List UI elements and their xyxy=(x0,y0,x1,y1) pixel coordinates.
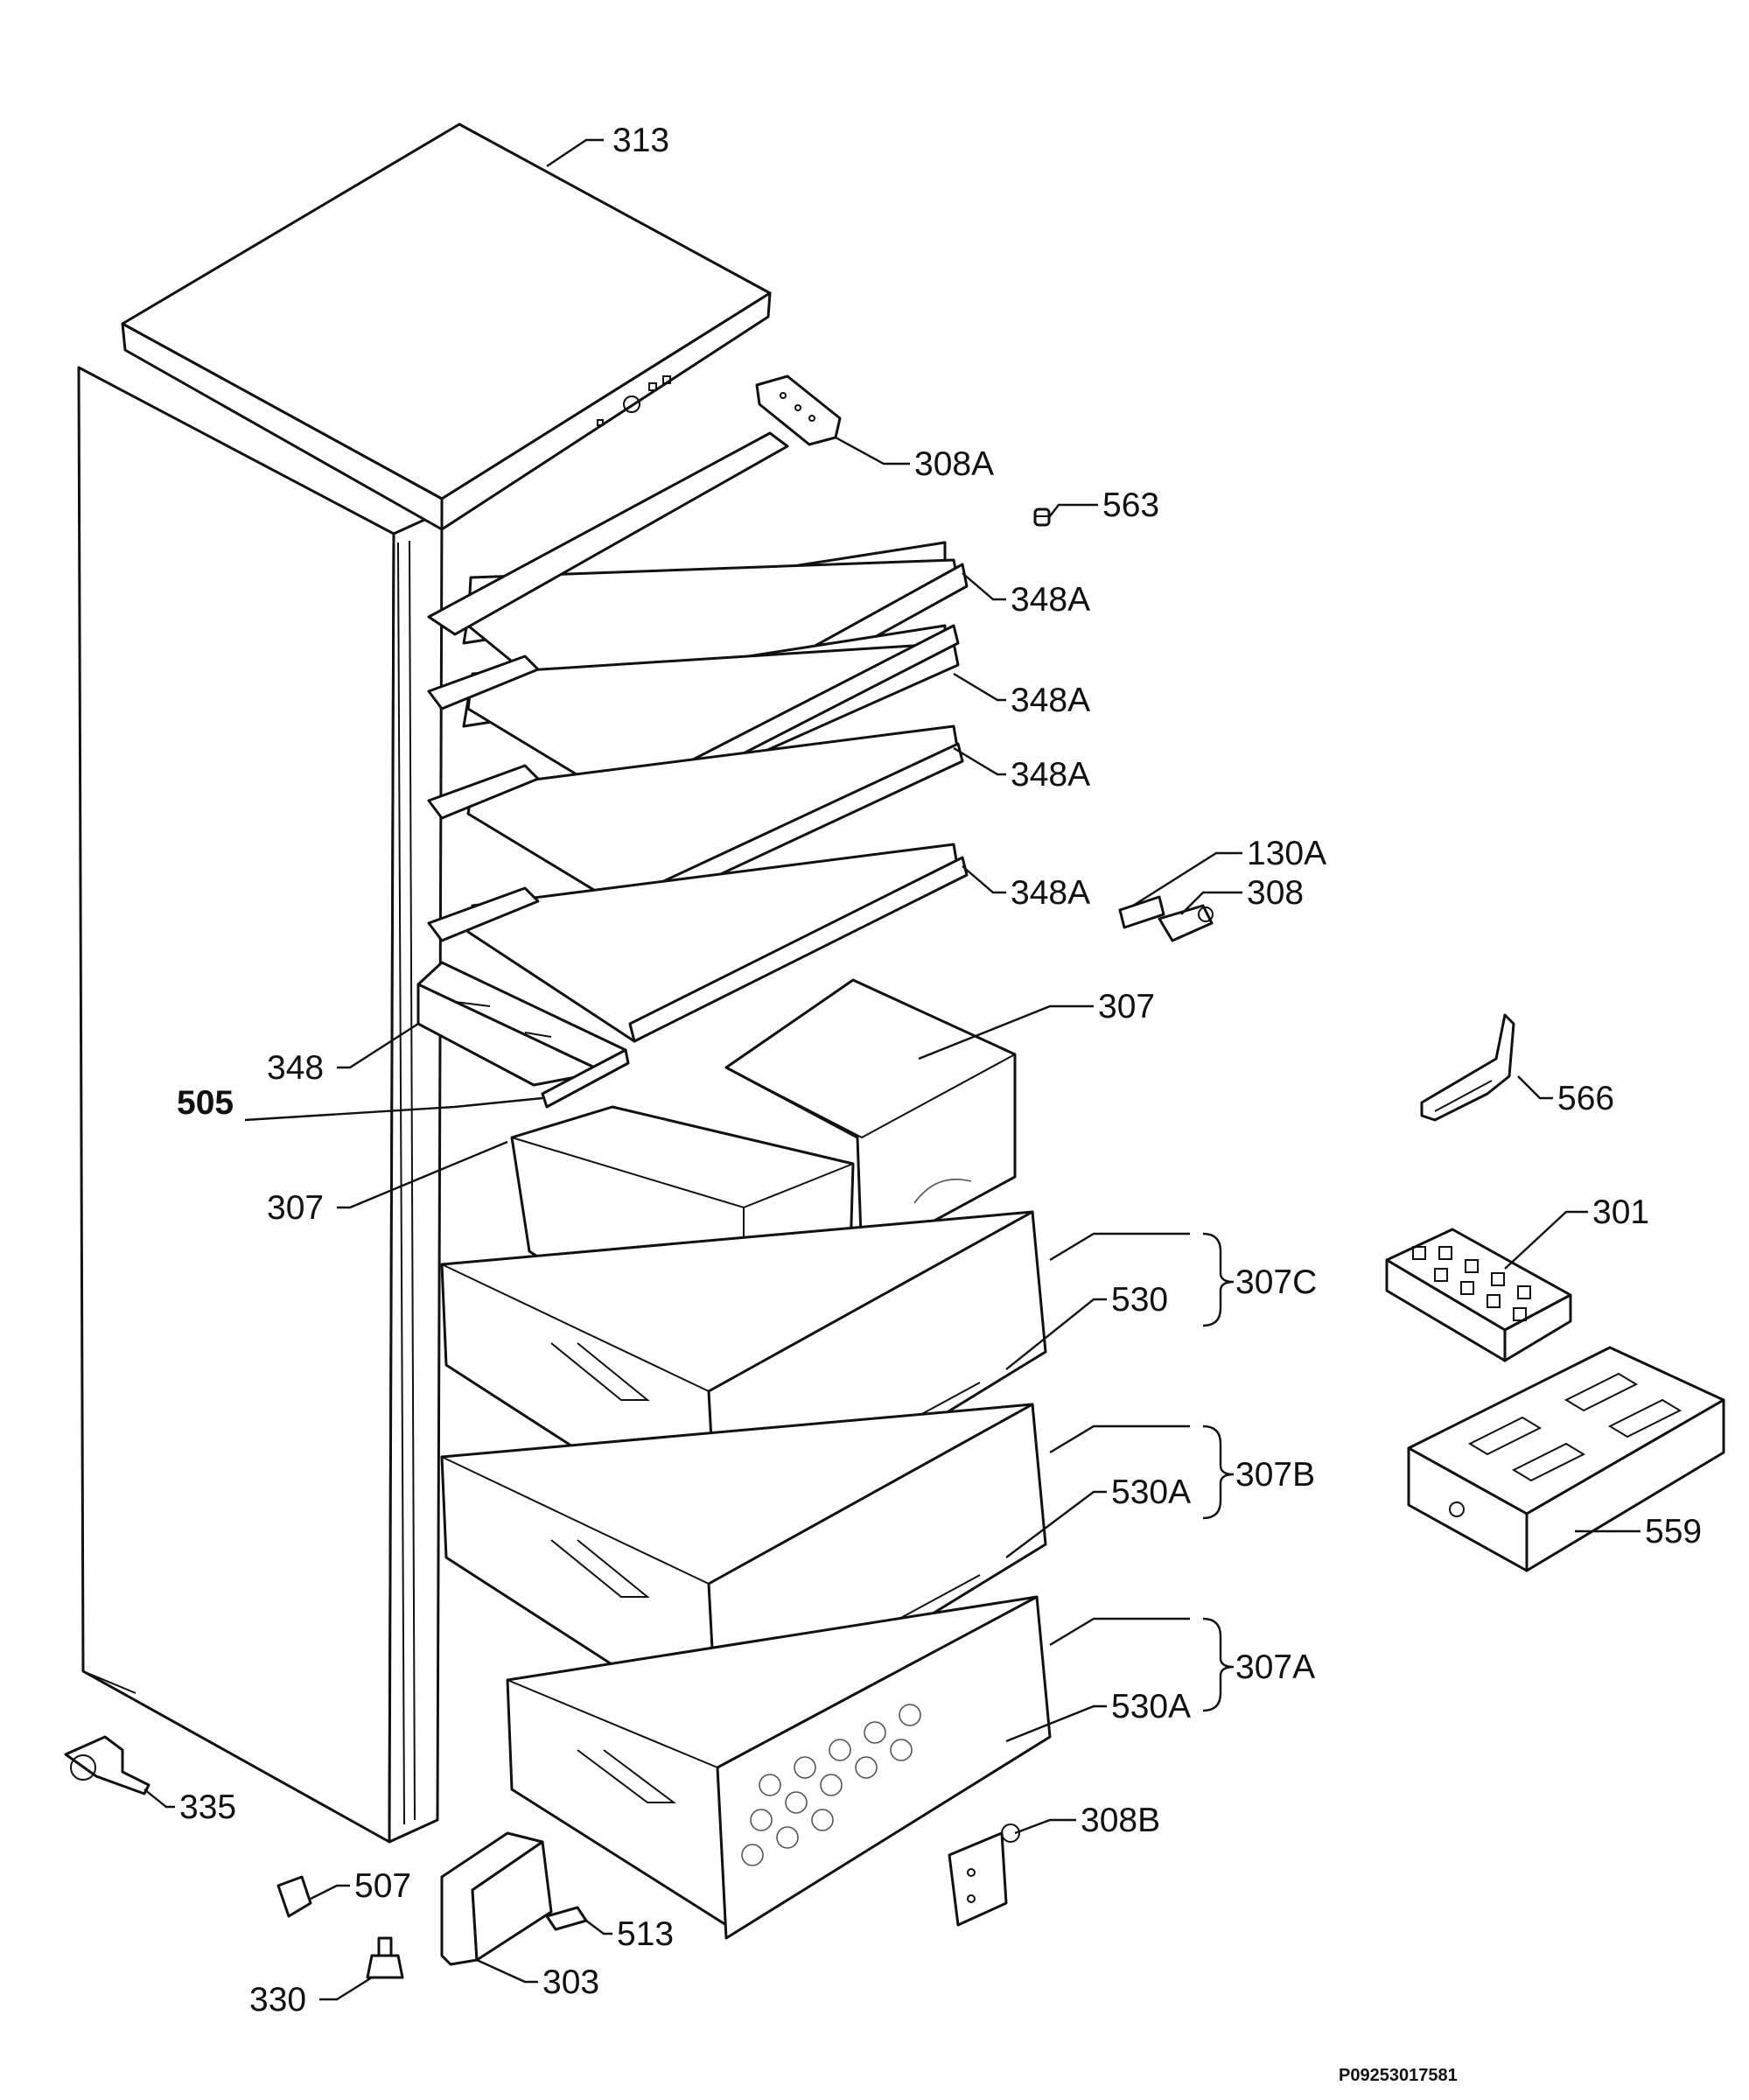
label-301: 301 xyxy=(1592,1194,1649,1231)
label-303: 303 xyxy=(542,1964,599,2001)
hinge-308 xyxy=(1158,904,1214,942)
top-cover xyxy=(121,122,772,531)
ice-scraper-566 xyxy=(1420,1013,1515,1122)
screw-563 xyxy=(1033,508,1051,527)
clip-507 xyxy=(276,1875,312,1918)
label-348: 348 xyxy=(267,1049,324,1087)
label-348A-3: 348A xyxy=(1011,756,1090,794)
label-307-top: 307 xyxy=(1098,988,1155,1026)
braces xyxy=(1202,1232,1235,1712)
label-513: 513 xyxy=(617,1915,674,1953)
label-307A: 307A xyxy=(1235,1648,1315,1686)
label-566: 566 xyxy=(1557,1080,1614,1117)
leader-lines xyxy=(143,138,1641,2001)
label-563: 563 xyxy=(1102,486,1159,524)
label-505: 505 xyxy=(177,1084,234,1122)
label-507: 507 xyxy=(354,1867,411,1905)
label-308B: 308B xyxy=(1081,1802,1160,1839)
drawer-307A xyxy=(506,1595,1052,1940)
label-330: 330 xyxy=(249,1981,306,2019)
label-348A-1: 348A xyxy=(1011,581,1090,619)
glass-shelf-3 xyxy=(427,724,964,916)
label-335: 335 xyxy=(179,1788,236,1826)
hinge-bottom-335 xyxy=(64,1735,150,1796)
cabinet-body xyxy=(77,366,444,1844)
label-559: 559 xyxy=(1645,1513,1702,1550)
bracket-130A xyxy=(1118,895,1165,929)
drawing-code: P09253017581 xyxy=(1339,2066,1458,2085)
label-530A-2: 530A xyxy=(1111,1688,1191,1726)
label-313: 313 xyxy=(612,122,669,159)
kick-plate-303 xyxy=(440,1831,553,1966)
label-308A: 308A xyxy=(914,445,994,483)
label-348A-2: 348A xyxy=(1011,682,1090,719)
strip-505 xyxy=(541,1048,630,1109)
label-130A: 130A xyxy=(1247,835,1326,872)
label-307C: 307C xyxy=(1235,1264,1317,1301)
label-530: 530 xyxy=(1111,1281,1168,1319)
hinge-308B xyxy=(948,1824,1020,1927)
insert-513 xyxy=(545,1906,588,1931)
label-307-left: 307 xyxy=(267,1189,324,1227)
label-348A-4: 348A xyxy=(1011,874,1090,912)
glass-shelf-4 xyxy=(427,843,969,1043)
cold-accumulator-559 xyxy=(1407,1346,1725,1572)
label-307B: 307B xyxy=(1235,1456,1315,1494)
foot-330 xyxy=(366,1936,404,1979)
label-308: 308 xyxy=(1247,874,1304,912)
label-530A-1: 530A xyxy=(1111,1474,1191,1511)
part-labels: 313 308A 563 348A 348A 348A 348A 130A 30… xyxy=(177,122,1702,2019)
ice-tray-301 xyxy=(1385,1228,1572,1362)
